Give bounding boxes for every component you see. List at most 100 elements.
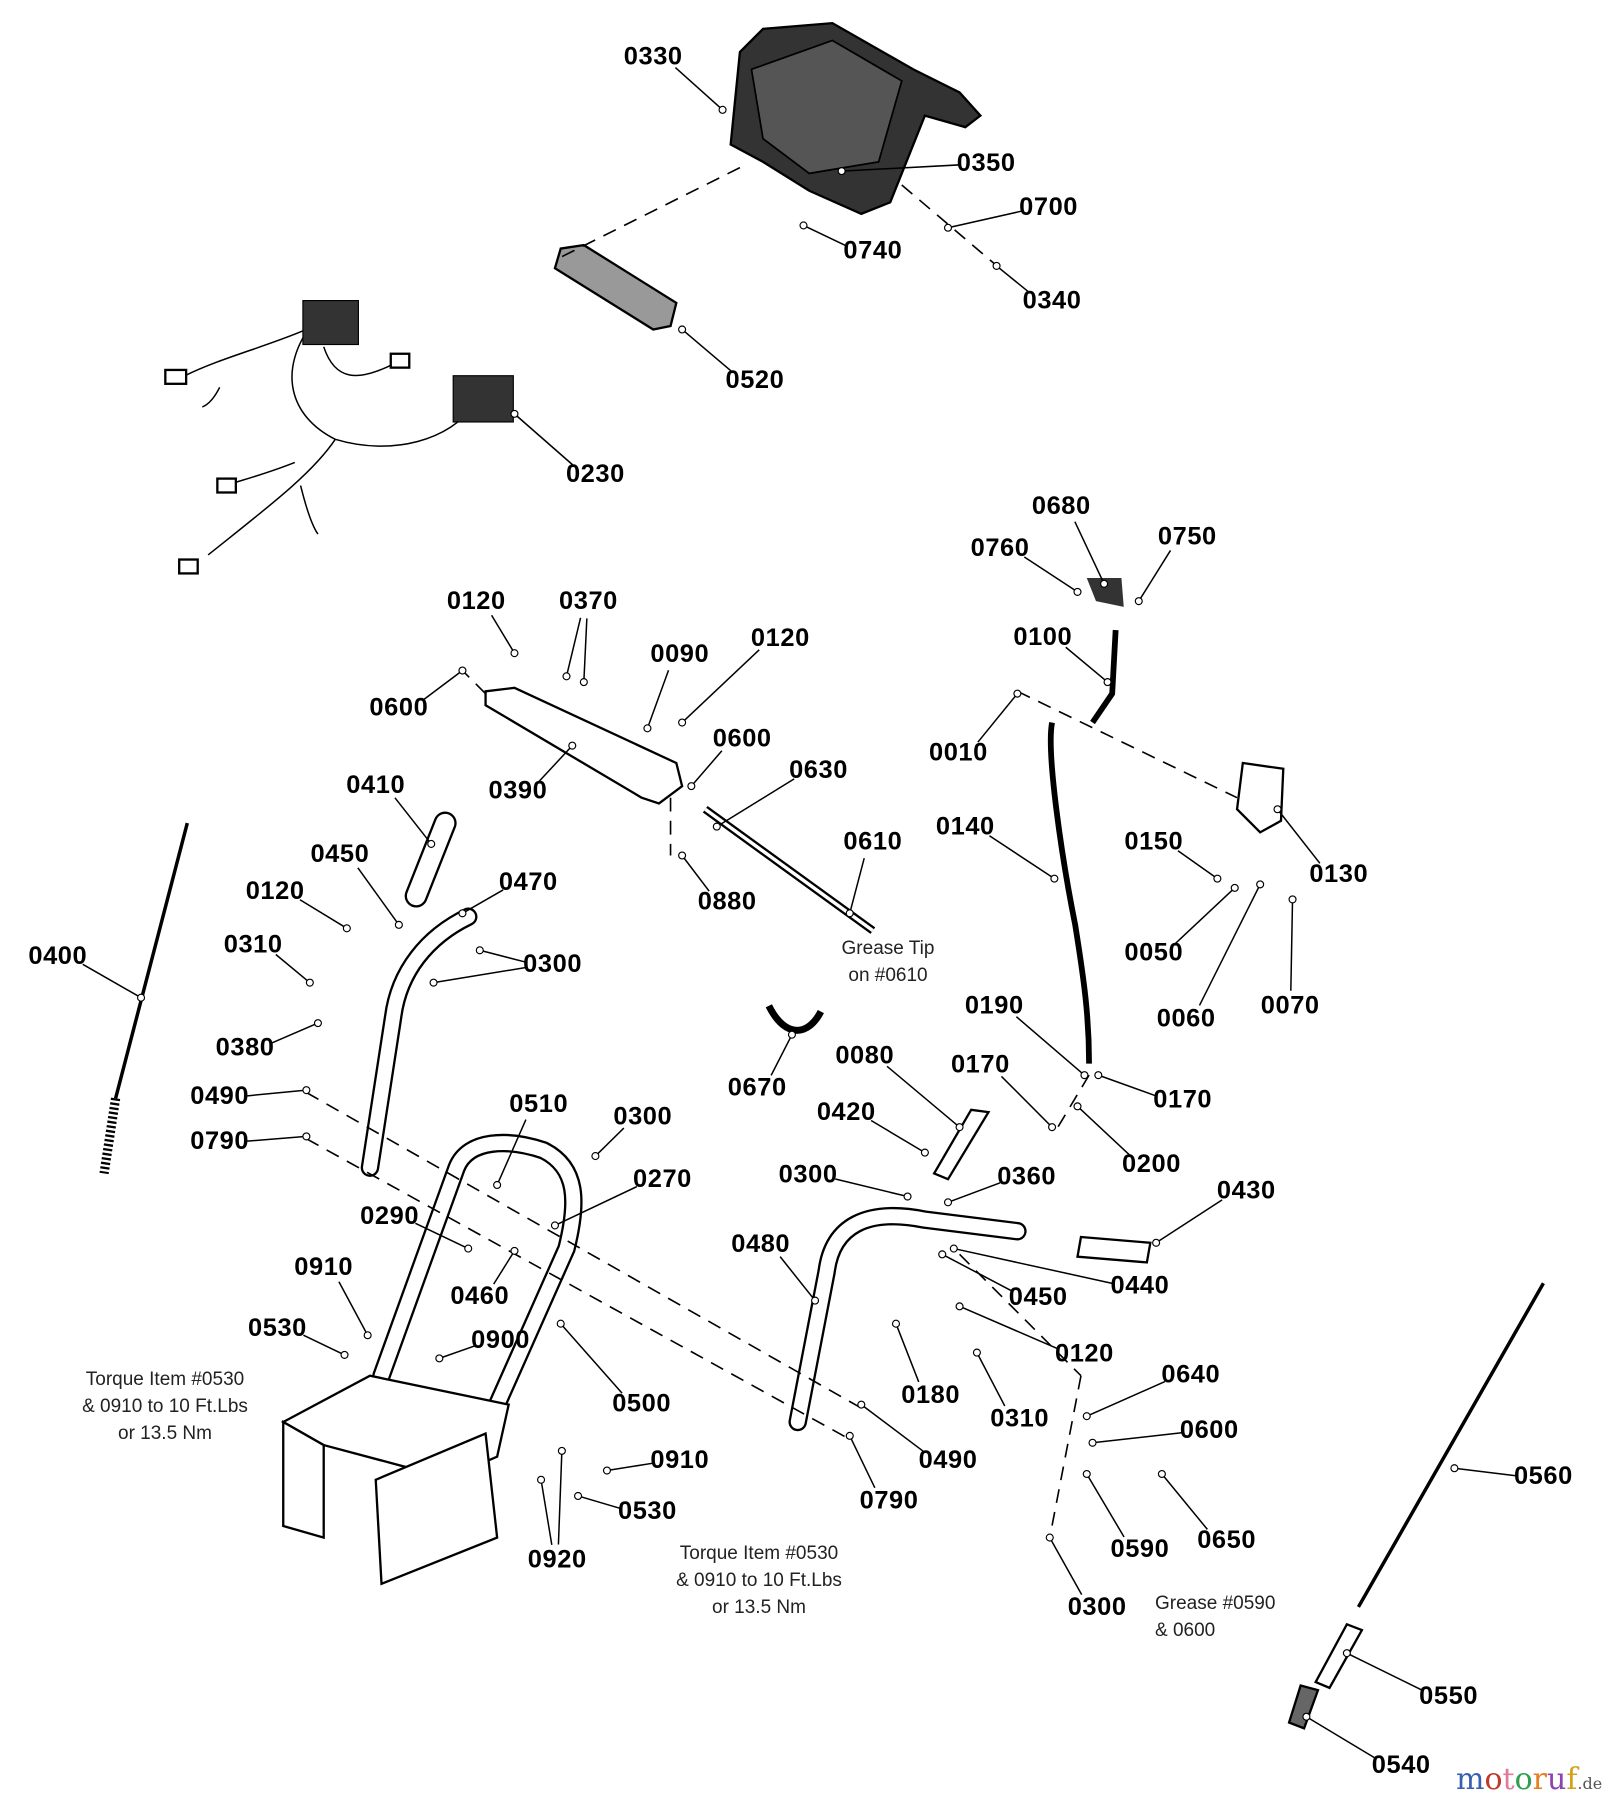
part-fastener xyxy=(1103,678,1112,687)
leader-line xyxy=(681,855,710,892)
part-fastener xyxy=(1100,579,1109,588)
part-callout: 0150 xyxy=(1124,827,1183,855)
part-callout: 0480 xyxy=(731,1230,790,1258)
leader-line xyxy=(1138,550,1172,602)
leader-lines xyxy=(82,66,1516,1760)
part-fastener xyxy=(992,261,1001,270)
part-callout: 0060 xyxy=(1157,1004,1216,1032)
part-callout: 0120 xyxy=(447,587,506,615)
part-fastener xyxy=(556,1319,565,1328)
leader-line xyxy=(415,1222,469,1250)
leader-line xyxy=(1023,556,1078,593)
part-callout: 0420 xyxy=(817,1098,876,1126)
part-cable-left xyxy=(113,822,189,1099)
part-callout: 0910 xyxy=(294,1253,353,1281)
leader-line xyxy=(557,1450,563,1545)
part-fastener xyxy=(903,1192,912,1201)
part-fastener xyxy=(1088,1438,1097,1447)
part-fastener xyxy=(340,1350,349,1359)
part-callout: 0650 xyxy=(1197,1526,1256,1554)
leader-line xyxy=(1454,1467,1516,1477)
note-grease-tip: Grease Tip on #0610 xyxy=(841,938,935,986)
part-callout: 0170 xyxy=(951,1051,1010,1079)
part-callout: 0340 xyxy=(1023,286,1082,314)
part-callout: 0530 xyxy=(618,1497,677,1525)
leader-line xyxy=(849,857,865,914)
leader-line xyxy=(860,1404,926,1454)
part-callout: 0140 xyxy=(936,812,995,840)
leader-line xyxy=(886,1065,961,1128)
part-fastener xyxy=(1256,880,1265,889)
part-fastener xyxy=(1152,1238,1161,1247)
leader-line xyxy=(462,889,504,914)
part-callout: 0310 xyxy=(224,930,283,958)
part-callout: 0600 xyxy=(369,693,428,721)
part-fastener xyxy=(493,1180,502,1190)
part-fastener xyxy=(557,1446,566,1455)
leader-line xyxy=(870,1119,926,1154)
watermark-letter: m xyxy=(1456,1762,1485,1797)
part-callout: 0180 xyxy=(901,1381,960,1409)
leader-line xyxy=(1074,521,1105,585)
part-callout: 0740 xyxy=(843,237,902,265)
part-callout: 0440 xyxy=(1110,1271,1169,1299)
leader-line xyxy=(947,210,1022,229)
leader-line xyxy=(976,1352,1006,1407)
leader-line xyxy=(299,899,348,929)
part-fastener xyxy=(955,1123,964,1132)
part-callout: 0310 xyxy=(990,1404,1049,1432)
part-fastener xyxy=(687,782,696,791)
part-fastener xyxy=(1050,874,1059,883)
part-callout: 0900 xyxy=(471,1326,530,1354)
part-callout: 0700 xyxy=(1019,193,1078,221)
part-callout: 0370 xyxy=(559,587,618,615)
leader-line xyxy=(577,1495,621,1510)
part-fastener xyxy=(1450,1464,1459,1473)
part-fastener xyxy=(475,946,484,955)
part-callout: 0090 xyxy=(650,640,709,668)
part-callout: 0330 xyxy=(624,43,683,71)
note-torque-left: Torque Item #0530 & 0910 to 10 Ft.Lbs or… xyxy=(82,1369,248,1444)
leader-line xyxy=(1198,884,1261,1006)
leader-line xyxy=(82,963,142,999)
part-callout: 0500 xyxy=(612,1389,671,1417)
leader-line xyxy=(1306,1716,1378,1760)
part-fastener xyxy=(562,672,571,681)
part-fastener xyxy=(972,1348,981,1357)
watermark-letter: o xyxy=(1514,1762,1533,1797)
watermark-letter: f xyxy=(1566,1762,1578,1797)
leader-line xyxy=(1076,1105,1131,1156)
part-callout: 0350 xyxy=(957,149,1016,177)
part-callout: 0080 xyxy=(835,1041,894,1069)
part-fastener xyxy=(510,409,519,418)
part-callout: 0070 xyxy=(1261,992,1320,1020)
part-callout: 0270 xyxy=(633,1165,692,1193)
part-callout: 0630 xyxy=(789,756,848,784)
part-fastener xyxy=(591,1152,600,1161)
leader-line xyxy=(681,328,733,373)
leader-line xyxy=(835,1178,908,1198)
part-callout: 0300 xyxy=(613,1103,672,1131)
part-callout: 0530 xyxy=(248,1314,307,1342)
part-fastener xyxy=(1342,1649,1351,1658)
part-callout: 0470 xyxy=(499,868,558,896)
watermark-letter: u xyxy=(1546,1762,1567,1797)
leader-line xyxy=(1086,1380,1166,1417)
part-fastener xyxy=(363,1331,372,1340)
part-fastener xyxy=(955,1302,964,1311)
part-fastener xyxy=(510,1246,519,1255)
part-callout: 0390 xyxy=(489,777,548,805)
leader-line xyxy=(1276,808,1321,864)
part-fastener xyxy=(1157,1469,1166,1479)
part-callout: 0680 xyxy=(1032,492,1091,520)
part-fastener xyxy=(837,167,846,176)
parts-drawing xyxy=(99,21,1545,1730)
part-rod xyxy=(1047,721,1092,1064)
part-fastener xyxy=(579,678,588,687)
part-callout: 0520 xyxy=(726,366,785,394)
part-callout: 0490 xyxy=(190,1082,249,1110)
part-callout: 0380 xyxy=(216,1033,275,1061)
leader-line xyxy=(690,750,723,787)
part-fastener xyxy=(1082,1412,1091,1421)
part-callout: 0130 xyxy=(1309,860,1368,888)
